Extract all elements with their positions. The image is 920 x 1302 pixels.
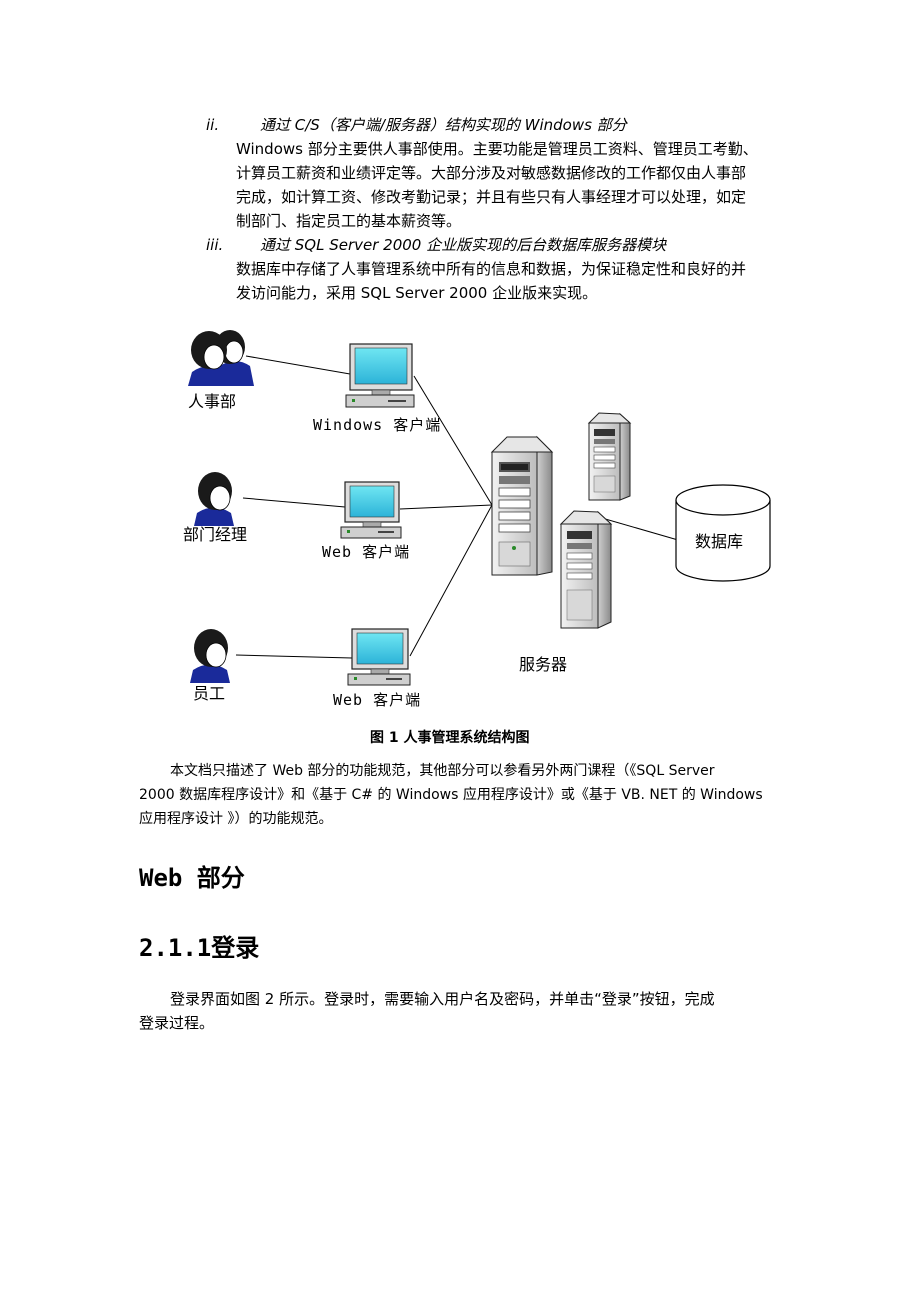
- paragraph-line: 应用程序设计 》）的功能规范。: [139, 811, 333, 827]
- section-iii-marker: iii.: [206, 236, 224, 254]
- paragraph-line: 2000 数据库程序设计》和《基于 C# 的 Windows 应用程序设计》或《…: [139, 787, 763, 803]
- client-label-web: Web 客户端: [322, 543, 410, 561]
- paragraph-line: 登录界面如图 2 所示。登录时，需要输入用户名及密码，并单击“登录”按钮，完成: [170, 990, 715, 1008]
- user-hr-icon: [188, 330, 254, 386]
- web-client-computer-icon: [347, 628, 411, 686]
- section-iii-line: 发访问能力，采用 SQL Server 2000 企业版来实现。: [236, 284, 598, 302]
- client-label-windows: Windows 客户端: [313, 416, 441, 434]
- section-ii-line: 完成，如计算工资、修改考勤记录；并且有些只有人事经理才可以处理，如定: [236, 188, 747, 206]
- paragraph-line: 登录过程。: [139, 1014, 215, 1032]
- section-iii-line: 数据库中存储了人事管理系统中所有的信息和数据，为保证稳定性和良好的并: [236, 260, 747, 278]
- client-label-web: Web 客户端: [333, 691, 421, 709]
- server-tower-icon: [559, 510, 613, 629]
- connection-lines: [235, 355, 679, 659]
- user-employee-icon: [190, 629, 230, 683]
- server-tower-icon: [490, 435, 554, 576]
- section-ii-line: 制部门、指定员工的基本薪资等。: [236, 212, 462, 230]
- section-ii-title: 通过 C/S（客户端/服务器）结构实现的 Windows 部分: [260, 116, 627, 134]
- section-ii-marker: ii.: [206, 116, 220, 134]
- windows-client-computer-icon: [345, 343, 415, 408]
- section-ii-line: Windows 部分主要供人事部使用。主要功能是管理员工资料、管理员工考勤、: [236, 140, 758, 158]
- architecture-diagram: 人事部 部门经理 员工 Windows 客户端 Web 客户端 Web 客户端 …: [183, 330, 771, 709]
- web-client-computer-icon: [340, 481, 402, 539]
- database-cylinder-icon: [675, 484, 771, 582]
- user-label-manager: 部门经理: [183, 525, 247, 544]
- server-tower-icon: [587, 412, 632, 501]
- paragraph-line: 本文档只描述了 Web 部分的功能规范，其他部分可以参看另外两门课程（《SQL …: [170, 763, 715, 779]
- user-manager-icon: [194, 472, 234, 526]
- section-iii-title: 通过 SQL Server 2000 企业版实现的后台数据库服务器模块: [260, 236, 667, 254]
- heading-login-section: 2.1.1登录: [139, 934, 260, 962]
- section-ii-line: 计算员工薪资和业绩评定等。大部分涉及对敏感数据修改的工作都仅由人事部: [236, 164, 747, 182]
- server-label: 服务器: [519, 655, 567, 674]
- heading-web-section: Web 部分: [139, 864, 245, 892]
- figure-caption: 图 1 人事管理系统结构图: [370, 730, 530, 746]
- user-label-hr: 人事部: [188, 392, 236, 411]
- user-label-employee: 员工: [193, 684, 225, 703]
- database-label: 数据库: [695, 532, 743, 551]
